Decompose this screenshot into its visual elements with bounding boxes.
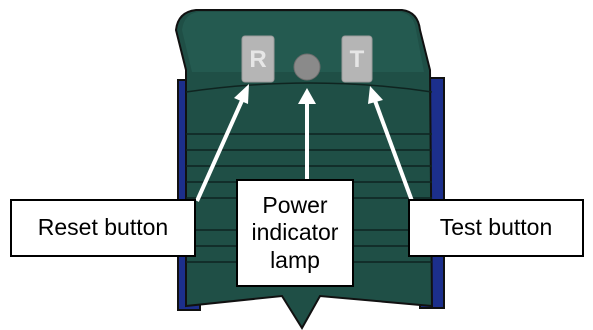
test-button-letter: T xyxy=(350,46,365,73)
reset-button-callout: Reset button xyxy=(10,199,196,257)
power-lamp xyxy=(293,53,321,81)
arrow-reset xyxy=(195,84,249,202)
power-lamp-callout: Power indicator lamp xyxy=(236,179,354,287)
test-button[interactable]: T xyxy=(341,35,373,83)
test-button-callout: Test button xyxy=(408,199,584,257)
reset-button[interactable]: R xyxy=(241,35,275,83)
arrow-power xyxy=(298,88,316,181)
arrow-test xyxy=(368,86,414,202)
test-button-label: Test button xyxy=(439,214,553,241)
reset-button-label: Reset button xyxy=(37,214,169,241)
power-lamp-label: Power indicator lamp xyxy=(251,191,339,273)
reset-button-letter: R xyxy=(249,46,266,73)
